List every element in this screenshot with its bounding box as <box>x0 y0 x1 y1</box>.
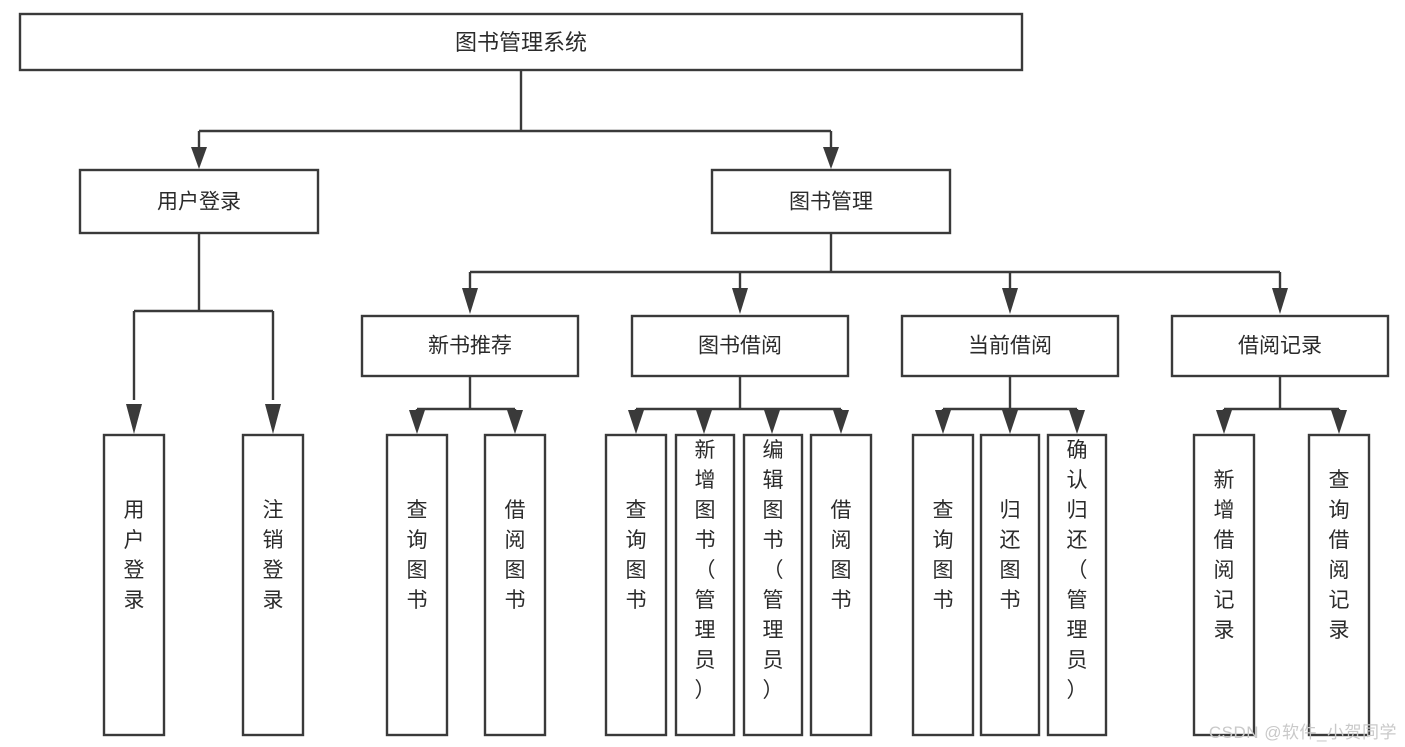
node-leaf-user-logout-label: 注销登录 <box>263 499 284 612</box>
node-leaf-borrow-book-2-box <box>809 433 873 737</box>
node-leaf-query-book-3-label: 查询图书 <box>933 499 954 612</box>
node-leaf-query-book-2-box <box>604 433 668 737</box>
node-current-borrow-label: 当前借阅 <box>968 335 1052 358</box>
node-leaf-query-record-box <box>1307 433 1371 737</box>
node-leaf-query-book-1-label: 查询图书 <box>407 499 428 612</box>
node-leaf-borrow-book-2[interactable]: 借阅图书 <box>809 433 873 737</box>
node-leaf-return-book-box <box>979 433 1041 737</box>
arrow-head-leaf-confirm-return <box>1069 410 1085 434</box>
node-leaf-user-login-box <box>102 433 166 737</box>
node-leaf-confirm-return[interactable]: 确认归还（管理员） <box>1046 433 1108 737</box>
node-leaf-edit-book-label: 编辑图书（管理员） <box>763 439 784 702</box>
arrow-head-leaf-query-book-1 <box>409 410 425 434</box>
node-leaf-add-record-label: 新增借阅记录 <box>1214 469 1235 642</box>
node-leaf-query-book-1-box <box>385 433 449 737</box>
arrow-head-new-book-recommend <box>462 288 478 314</box>
node-leaf-user-logout[interactable]: 注销登录 <box>241 433 305 737</box>
connector-group <box>126 70 1347 434</box>
node-leaf-borrow-book-1[interactable]: 借阅图书 <box>483 433 547 737</box>
arrow-head-leaf-user-logout <box>265 404 281 434</box>
node-new-book-recommend-box <box>360 314 580 378</box>
node-book-manage-label: 图书管理 <box>789 191 873 214</box>
node-leaf-borrow-book-2-label: 借阅图书 <box>831 499 852 612</box>
node-book-manage-box <box>710 168 952 235</box>
node-book-borrow-label: 图书借阅 <box>698 335 782 358</box>
arrow-head-leaf-query-record <box>1331 410 1347 434</box>
arrow-head-leaf-query-book-2 <box>628 410 644 434</box>
node-leaf-confirm-return-box <box>1046 433 1108 737</box>
node-leaf-add-book-label: 新增图书（管理员） <box>695 439 716 702</box>
node-leaf-user-login[interactable]: 用户登录 <box>102 433 166 737</box>
node-leaf-confirm-return-label: 确认归还（管理员） <box>1067 439 1088 702</box>
leaf-node-group: 用户登录 注销登录 查询图书 借阅图书 查询图书 新增图书（管理员） <box>102 433 1371 737</box>
node-book-manage[interactable]: 图书管理 <box>710 168 952 235</box>
node-leaf-query-book-3-box <box>911 433 975 737</box>
node-leaf-edit-book[interactable]: 编辑图书（管理员） <box>742 433 804 737</box>
node-leaf-edit-book-box <box>742 433 804 737</box>
node-leaf-return-book-label: 归还图书 <box>1000 499 1021 612</box>
node-current-borrow-box <box>900 314 1120 378</box>
arrow-head-user-login <box>191 147 207 169</box>
node-leaf-query-book-2-label: 查询图书 <box>626 499 647 612</box>
arrow-head-leaf-return-book <box>1002 410 1018 434</box>
arrow-head-leaf-borrow-book-2 <box>833 410 849 434</box>
node-leaf-user-logout-box <box>241 433 305 737</box>
csdn-watermark: CSDN @软件_小贺同学 <box>1208 723 1397 742</box>
node-leaf-query-record[interactable]: 查询借阅记录 <box>1307 433 1371 737</box>
arrow-head-leaf-borrow-book-1 <box>507 410 523 434</box>
node-root-box <box>18 12 1024 72</box>
arrow-head-leaf-user-login <box>126 404 142 434</box>
node-leaf-query-book-2[interactable]: 查询图书 <box>604 433 668 737</box>
node-leaf-return-book[interactable]: 归还图书 <box>979 433 1041 737</box>
arrow-head-current-borrow <box>1002 288 1018 314</box>
node-root-label: 图书管理系统 <box>455 30 587 55</box>
arrow-head-book-manage <box>823 147 839 169</box>
node-leaf-query-book-1[interactable]: 查询图书 <box>385 433 449 737</box>
arrow-head-borrow-record <box>1272 288 1288 314</box>
node-leaf-query-book-3[interactable]: 查询图书 <box>911 433 975 737</box>
node-book-borrow-box <box>630 314 850 378</box>
node-leaf-add-book[interactable]: 新增图书（管理员） <box>674 433 736 737</box>
node-user-login-box <box>78 168 320 235</box>
node-leaf-user-login-label: 用户登录 <box>124 499 145 612</box>
node-current-borrow[interactable]: 当前借阅 <box>900 314 1120 378</box>
node-leaf-add-record-box <box>1192 433 1256 737</box>
node-new-book-recommend[interactable]: 新书推荐 <box>360 314 580 378</box>
node-user-login[interactable]: 用户登录 <box>78 168 320 235</box>
arrow-head-leaf-query-book-3 <box>935 410 951 434</box>
node-new-book-recommend-label: 新书推荐 <box>428 335 512 358</box>
node-leaf-add-book-box <box>674 433 736 737</box>
arrow-head-leaf-add-book <box>696 410 712 434</box>
node-leaf-borrow-book-1-label: 借阅图书 <box>505 499 526 612</box>
arrow-head-leaf-add-record <box>1216 410 1232 434</box>
node-user-login-label: 用户登录 <box>157 191 241 214</box>
arrow-head-book-borrow <box>732 288 748 314</box>
node-leaf-borrow-book-1-box <box>483 433 547 737</box>
node-borrow-record-label: 借阅记录 <box>1238 335 1322 358</box>
node-leaf-add-record[interactable]: 新增借阅记录 <box>1192 433 1256 737</box>
node-book-borrow[interactable]: 图书借阅 <box>630 314 850 378</box>
node-borrow-record-box <box>1170 314 1390 378</box>
node-root-system[interactable]: 图书管理系统 <box>18 12 1024 72</box>
arrow-head-leaf-edit-book <box>764 410 780 434</box>
node-leaf-query-record-label: 查询借阅记录 <box>1329 469 1350 642</box>
node-borrow-record[interactable]: 借阅记录 <box>1170 314 1390 378</box>
